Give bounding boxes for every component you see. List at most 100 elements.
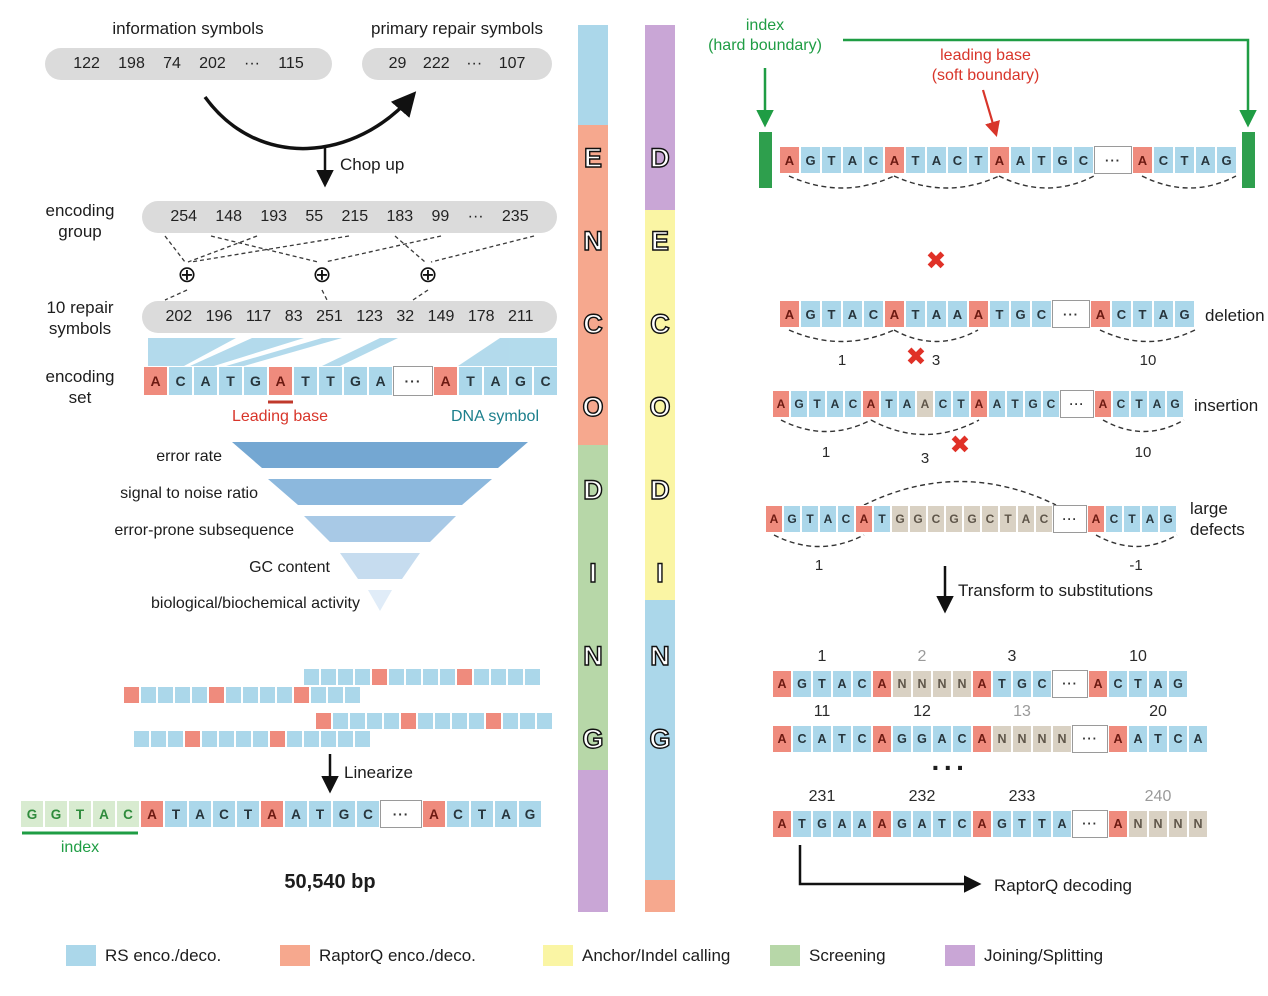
dna-cell: A	[772, 810, 792, 838]
dna-cell: T	[470, 800, 494, 828]
encoding-bar-raptorq-segment	[578, 125, 608, 445]
dna-cell: A	[92, 800, 116, 828]
encoding-bar-rs-segment	[578, 25, 608, 125]
dna-cell: T	[1031, 146, 1052, 174]
decoding-bar-raptorq-segment	[645, 880, 675, 912]
repair-to-dna-bands	[148, 338, 557, 366]
legend-item-anchor: Anchor/Indel calling	[543, 945, 730, 966]
oligo-cell	[354, 668, 371, 686]
symbol-value: 215	[341, 208, 369, 225]
symbol-value: 74	[163, 55, 181, 72]
dna-cell: G	[891, 505, 909, 533]
dna-cell: C	[356, 800, 380, 828]
dna-cell: A	[1132, 146, 1153, 174]
anchor-arcs-top-row	[788, 175, 1237, 189]
oligo-cell	[242, 686, 259, 704]
symbol-value: ···	[466, 55, 483, 72]
dna-cell: A	[772, 390, 790, 418]
dna-cell: C	[837, 505, 855, 533]
segment-number: 10	[1129, 648, 1147, 665]
encoding-group-label: encoding group	[45, 201, 115, 242]
legend-item-joining: Joining/Splitting	[945, 945, 1103, 966]
dna-cell: C	[1153, 146, 1174, 174]
dna-cell: G	[243, 366, 268, 396]
symbol-value: 29	[388, 55, 407, 72]
symbol-value: 235	[501, 208, 529, 225]
bar-letter: G	[582, 723, 604, 754]
oligo-fragment	[315, 712, 553, 730]
oligo-cell	[184, 730, 201, 748]
oligo-fragment	[123, 686, 361, 704]
dna-cell: T	[821, 300, 842, 328]
symbol-value: ···	[244, 55, 260, 72]
dna-cell: A	[1090, 300, 1111, 328]
legend-label-raptorq: RaptorQ enco./deco.	[319, 945, 476, 965]
dna-cell: G	[800, 300, 821, 328]
segment-number: 240	[1144, 788, 1172, 805]
dna-cell: A	[855, 505, 873, 533]
dna-cell: G	[20, 800, 44, 828]
dna-cell: C	[927, 505, 945, 533]
arc-number: 3	[920, 450, 930, 467]
oligo-cell	[405, 668, 422, 686]
dna-cell: A	[872, 670, 892, 698]
oligo-cell	[157, 686, 174, 704]
dna-cell: T	[293, 366, 318, 396]
oligo-cell	[354, 730, 371, 748]
dna-cell: C	[952, 810, 972, 838]
dna-cell: G	[1174, 300, 1195, 328]
dna-cell: A	[852, 810, 872, 838]
dna-cell: A	[494, 800, 518, 828]
oligo-cell	[337, 668, 354, 686]
dna-cell: A	[872, 810, 892, 838]
dna-cell: T	[1174, 146, 1195, 174]
dna-symbol-label: DNA symbol	[450, 408, 540, 425]
bar-letter: C	[650, 308, 671, 339]
segment-number: 232	[908, 788, 936, 805]
dna-cell: A	[884, 300, 905, 328]
dna-cell: T	[873, 505, 891, 533]
dna-cell: T	[812, 670, 832, 698]
oligo-cell	[337, 730, 354, 748]
encoding-set-label: encoding set	[45, 367, 115, 408]
dna-cell: T	[308, 800, 332, 828]
dna-cell: A	[1108, 725, 1128, 753]
dna-cell: C	[1032, 670, 1052, 698]
soft-boundary-label: leading base (soft boundary)	[931, 47, 1040, 84]
arc-number: -1	[1129, 557, 1143, 574]
symbol-value: 178	[467, 308, 495, 325]
dna-cell: A	[832, 670, 852, 698]
index-label: index	[60, 839, 100, 856]
dna-cell: A	[947, 300, 968, 328]
encoding-bar-joining-segment	[578, 770, 608, 912]
dna-cell: C	[1168, 725, 1188, 753]
dna-cell: G	[790, 390, 808, 418]
dna-cell: A	[819, 505, 837, 533]
funnel-label-error-rate: error rate	[156, 448, 222, 465]
dna-cell: C	[952, 725, 972, 753]
dna-cell: A	[1141, 505, 1159, 533]
symbol-value: 117	[245, 308, 272, 325]
symbol-value: 196	[205, 308, 233, 325]
oligo-cell	[507, 668, 524, 686]
dna-cell: C	[1073, 146, 1094, 174]
dna-cell: G	[800, 146, 821, 174]
symbol-value: 193	[260, 208, 288, 225]
dna-cell: N	[912, 670, 932, 698]
dna-cell: A	[779, 300, 800, 328]
dna-cell: G	[783, 505, 801, 533]
dna-cell: A	[972, 670, 992, 698]
deletion-label: deletion	[1205, 306, 1265, 325]
dna-cell: C	[1111, 300, 1132, 328]
dna-cell: G	[812, 810, 832, 838]
dna-cell: N	[1012, 725, 1032, 753]
symbol-value: 149	[427, 308, 455, 325]
decoding-bar-anchor-segment	[645, 210, 675, 600]
